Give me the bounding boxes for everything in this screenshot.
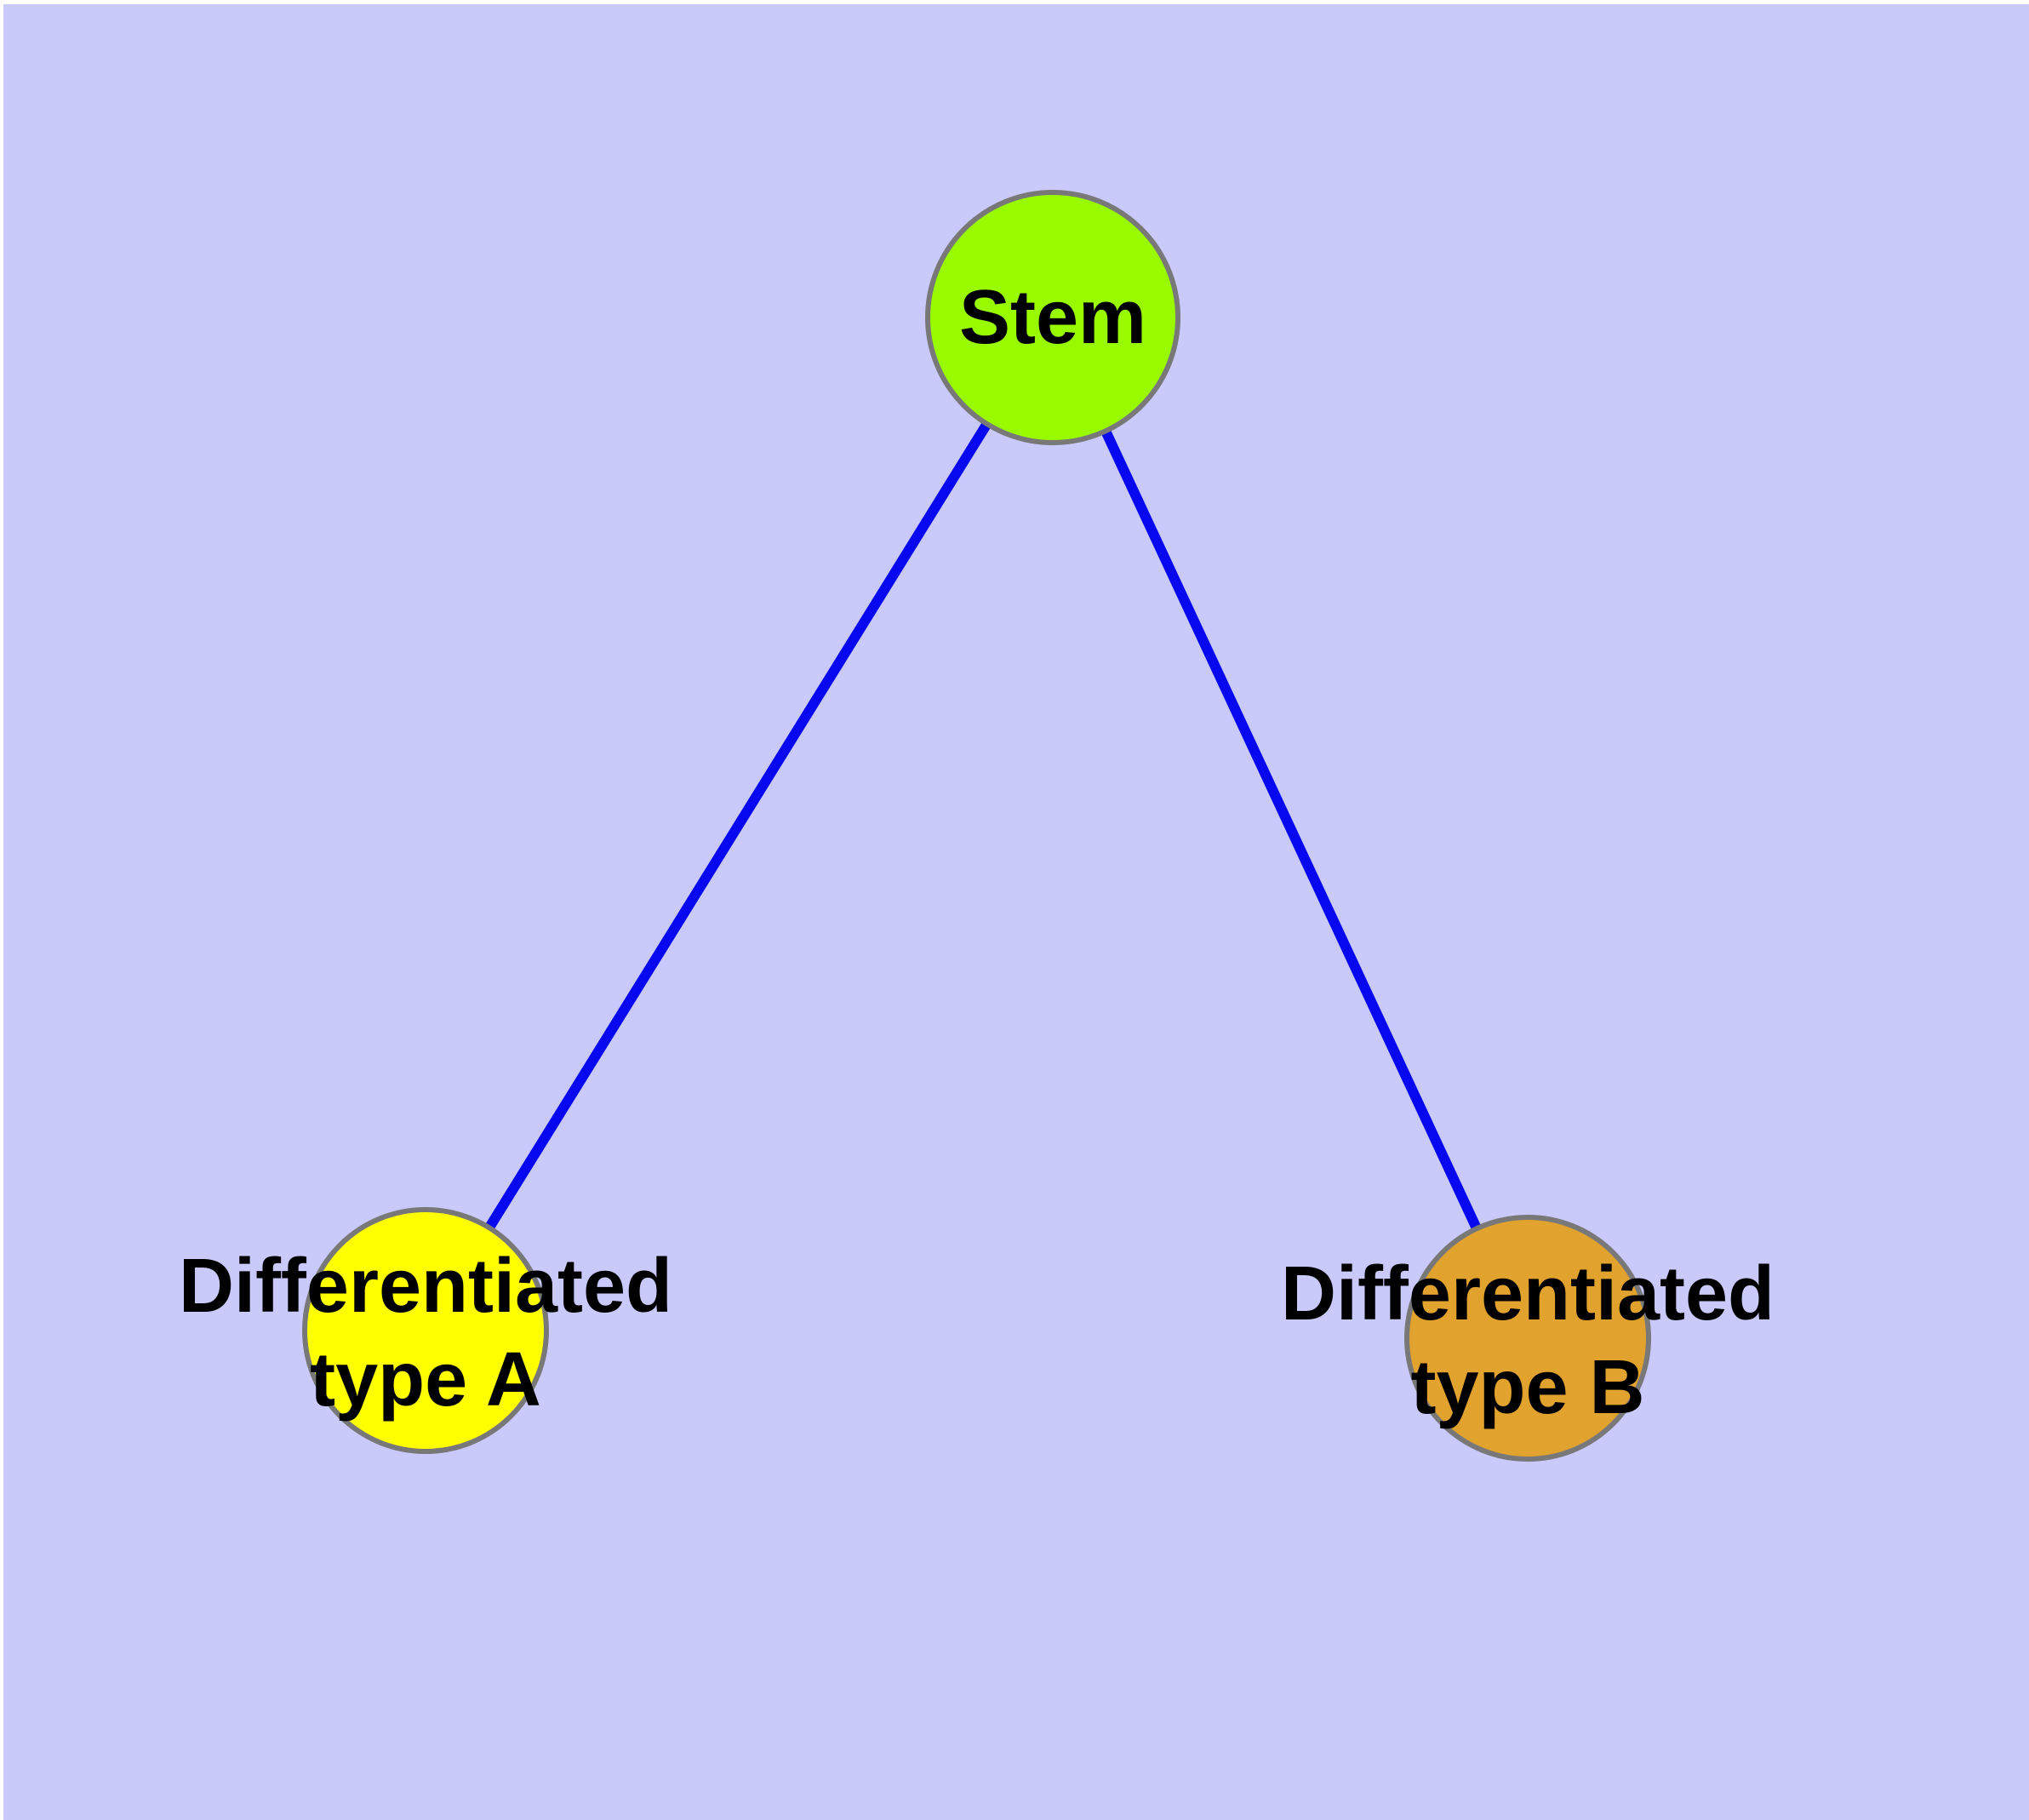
page-margin-top — [0, 0, 2029, 4]
node-differentiated-type-a-label: Differentiated type A — [178, 1244, 673, 1422]
node-stem-label: Stem — [958, 275, 1147, 360]
node-differentiated-type-b-label: Differentiated type B — [1280, 1251, 1775, 1430]
node-differentiated-type-b — [1404, 1215, 1651, 1462]
page-margin-left — [0, 0, 3, 1820]
node-differentiated-type-a — [302, 1207, 549, 1454]
edge-stem-to-type-a — [420, 314, 1058, 1334]
edge-stem-to-type-b — [1048, 315, 1533, 1341]
node-stem — [925, 190, 1180, 445]
